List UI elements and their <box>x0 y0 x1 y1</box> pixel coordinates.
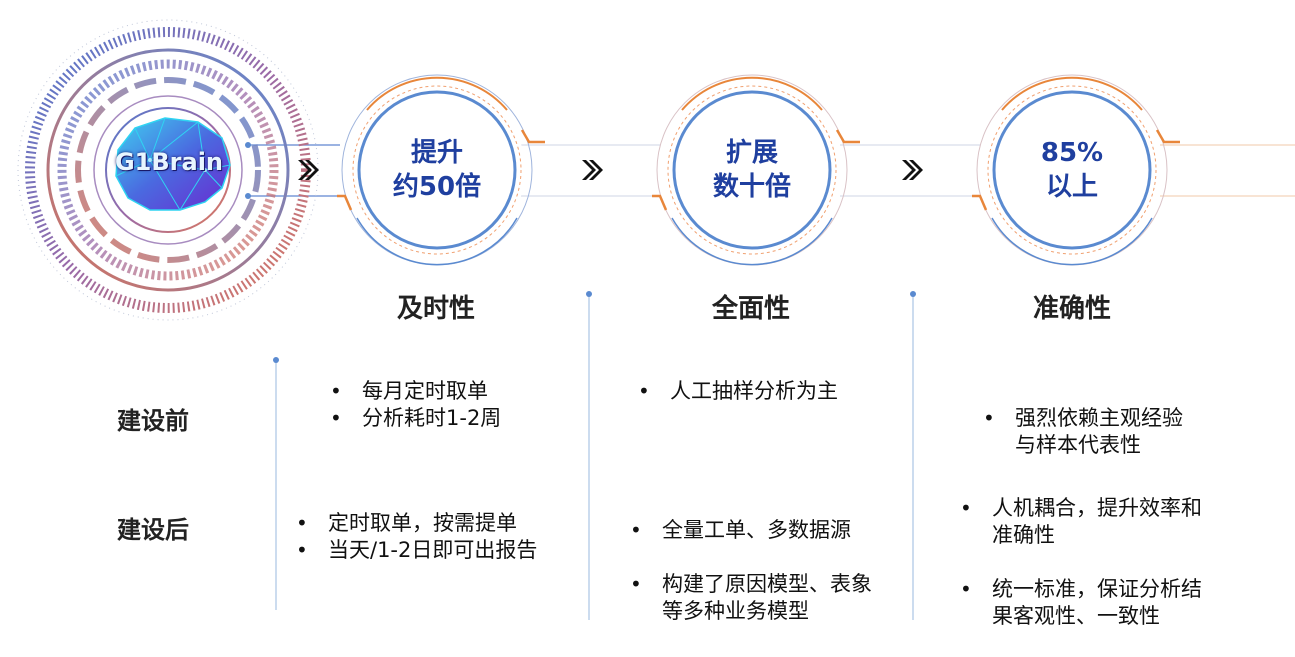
column-dividers <box>273 291 916 620</box>
stage-2-line2: 数十倍 <box>712 172 791 202</box>
stage-3-line1: 85% <box>1040 138 1104 168</box>
stage-circle-3 <box>972 74 1180 266</box>
before-list-2: 人工抽样分析为主 <box>638 378 838 405</box>
diagram-stage: G1Brain 提升 约50倍 扩展 数十倍 85% 以上 及时性 全面性 准确… <box>0 0 1295 624</box>
list-item: 人机耦合，提升效率和 准确性 <box>960 495 1202 549</box>
arrow-chevron-icon <box>902 160 923 180</box>
stage-1-circle-text: 提升 约50倍 <box>357 136 517 204</box>
row-label-before: 建设前 <box>117 407 189 435</box>
list-item: 全量工单、多数据源 <box>630 517 872 544</box>
after-list-3: 人机耦合，提升效率和 准确性 统一标准，保证分析结 果客观性、一致性 <box>960 468 1202 657</box>
arrow-chevron-icon <box>582 160 603 180</box>
stage-1-title: 及时性 <box>396 294 475 324</box>
logo-rings <box>17 19 319 321</box>
before-list-1: 每月定时取单 分析耗时1-2周 <box>330 378 501 432</box>
before-list-3: 强烈依赖主观经验 与样本代表性 <box>983 378 1183 486</box>
stage-circle-1 <box>337 74 545 266</box>
list-item: 构建了原因模型、表象 等多种业务模型 <box>630 571 872 625</box>
stage-2-circle-text: 扩展 数十倍 <box>672 136 832 204</box>
stage-circles <box>337 74 1180 266</box>
after-list-2: 全量工单、多数据源 构建了原因模型、表象 等多种业务模型 <box>630 490 872 652</box>
list-item: 当天/1-2日即可出报告 <box>296 537 537 564</box>
decor-layer <box>17 19 1295 620</box>
list-item: 统一标准，保证分析结 果客观性、一致性 <box>960 576 1202 630</box>
logo-text: G1Brain <box>114 148 224 176</box>
arrow-chevron-icon <box>298 160 319 180</box>
stage-2-line1: 扩展 <box>725 138 778 168</box>
stage-3-circle-text: 85% 以上 <box>992 136 1152 204</box>
list-item: 强烈依赖主观经验 与样本代表性 <box>983 405 1183 459</box>
stage-2-title: 全面性 <box>711 294 790 324</box>
list-item: 人工抽样分析为主 <box>638 378 838 405</box>
stage-3-line2: 以上 <box>1045 172 1098 202</box>
connector-lines <box>245 142 1295 199</box>
list-item: 定时取单，按需提单 <box>296 510 537 537</box>
stage-1-line2: 约50倍 <box>392 172 482 202</box>
list-item: 每月定时取单 <box>330 378 501 405</box>
row-label-after: 建设后 <box>117 516 189 544</box>
stage-circle-2 <box>652 74 860 266</box>
list-item: 分析耗时1-2周 <box>330 405 501 432</box>
after-list-1: 定时取单，按需提单 当天/1-2日即可出报告 <box>296 510 537 564</box>
brain-logo-icon <box>115 117 231 211</box>
stage-1-line1: 提升 <box>410 138 463 168</box>
stage-3-title: 准确性 <box>1032 294 1111 324</box>
